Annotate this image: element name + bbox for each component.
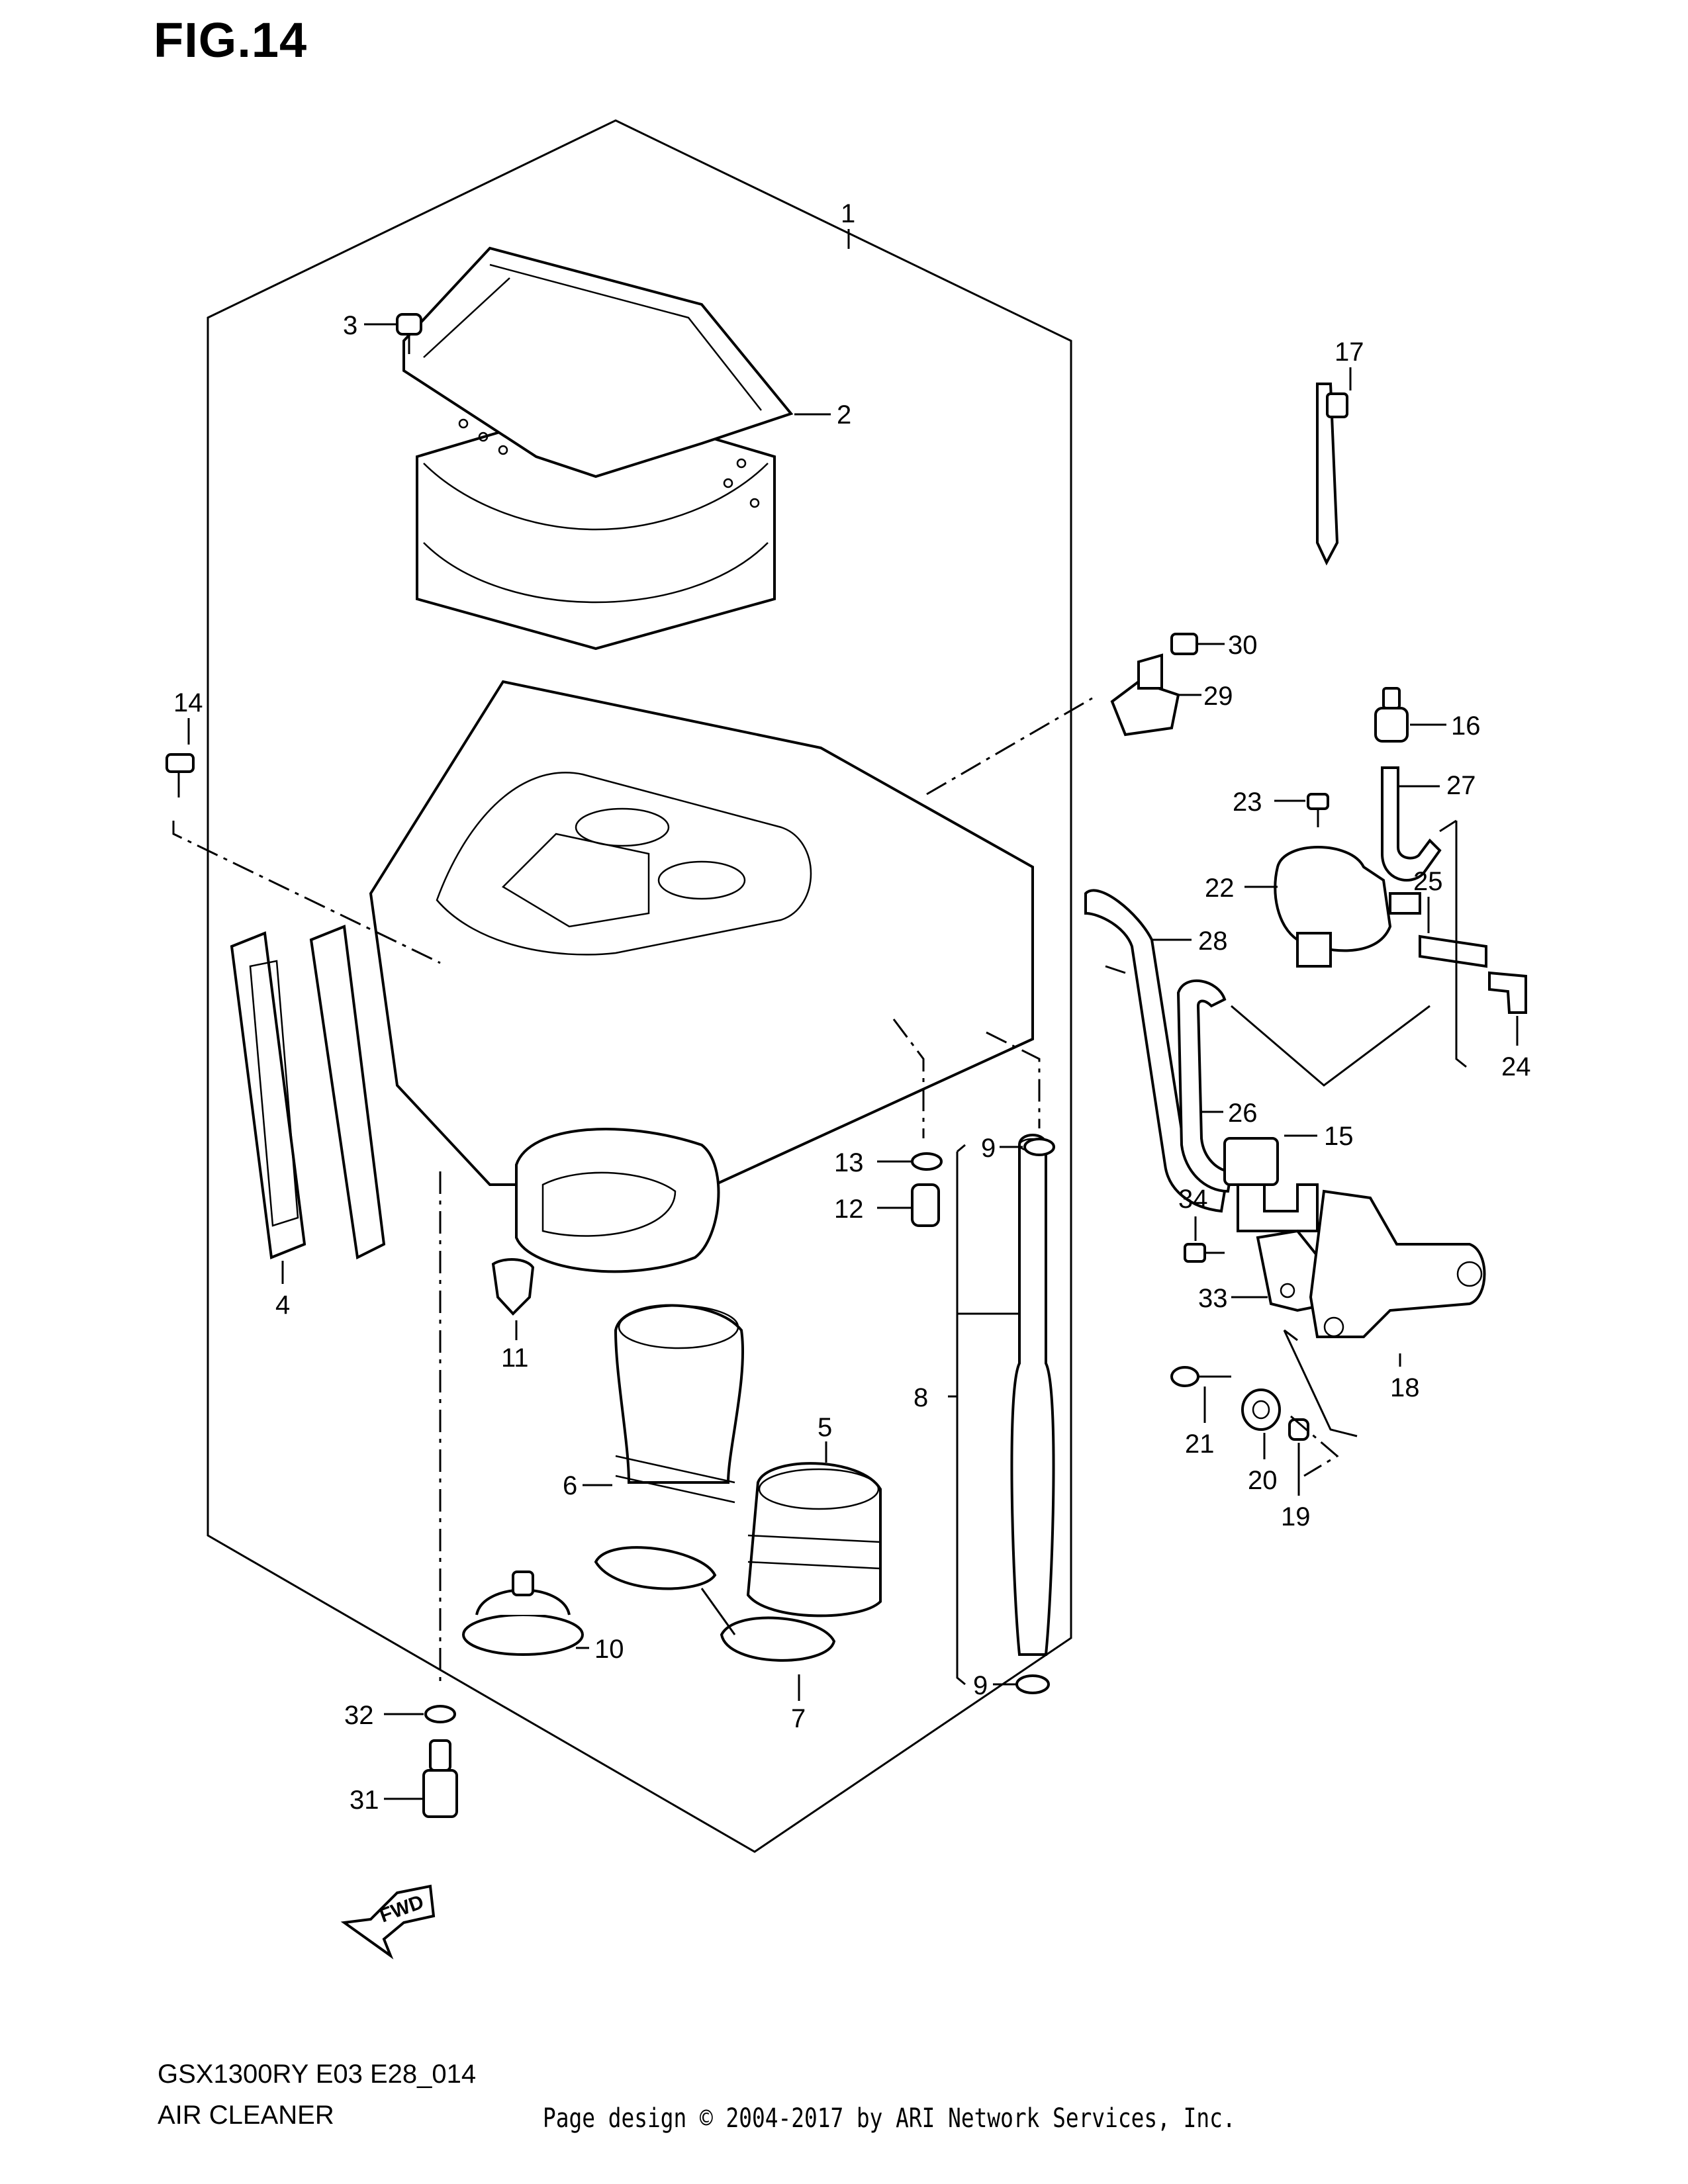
- callout-27: 27: [1446, 771, 1476, 800]
- fitting-16: [1374, 687, 1446, 743]
- section-name: AIR CLEANER: [158, 2101, 334, 2130]
- leader-case-to-9b: [986, 1031, 1041, 1128]
- air-filter-element: [402, 246, 794, 651]
- clamp-9-upper: [1000, 1138, 1055, 1156]
- bolt-21: [1170, 1366, 1231, 1423]
- callout-6: 6: [563, 1471, 577, 1500]
- leader-19-21: [1290, 1415, 1339, 1477]
- model-code: GSX1300RY E03 E28_014: [158, 2060, 477, 2089]
- bolt-34: [1184, 1216, 1225, 1263]
- callout-23: 23: [1233, 788, 1262, 817]
- callout-25: 25: [1413, 867, 1443, 896]
- callout-22: 22: [1205, 874, 1235, 903]
- callout-8: 8: [914, 1383, 928, 1412]
- gasket-4: [230, 925, 386, 1284]
- cable-tie-17: [1316, 367, 1352, 566]
- callout-26: 26: [1228, 1099, 1258, 1128]
- callout-30: 30: [1228, 631, 1258, 660]
- figure-title: FIG.14: [154, 13, 308, 68]
- callout-11: 11: [501, 1343, 529, 1373]
- screw-23: [1274, 793, 1329, 827]
- callout-29: 29: [1203, 682, 1233, 711]
- clamp-7: [594, 1546, 836, 1701]
- callout-14: 14: [173, 688, 203, 717]
- callout-3: 3: [343, 311, 357, 340]
- collar-19: [1288, 1418, 1309, 1496]
- forward-arrow-icon: FWD: [340, 1884, 436, 1960]
- screw-3: [364, 313, 422, 354]
- drain-hose-8: [948, 1134, 1055, 1686]
- callout-21: 21: [1185, 1430, 1215, 1459]
- hose-25: [1419, 897, 1487, 968]
- leader-14-dashed: [172, 821, 441, 964]
- callout-34: 34: [1178, 1185, 1208, 1214]
- valve-22: [1244, 846, 1421, 968]
- callout-24: 24: [1501, 1052, 1531, 1081]
- leader-case-lower: [1105, 965, 1126, 974]
- callout-17: 17: [1335, 338, 1364, 367]
- callout-20: 20: [1248, 1466, 1278, 1495]
- bolt-14: [165, 718, 195, 797]
- callout-12: 12: [834, 1195, 864, 1224]
- callout-18: 18: [1390, 1373, 1420, 1402]
- callout-13: 13: [834, 1148, 864, 1177]
- plug-10: [462, 1570, 589, 1656]
- callout-2: 2: [837, 400, 851, 430]
- bracket-29: [1110, 653, 1201, 737]
- drain-cap-11: [491, 1258, 535, 1340]
- solenoid-valve-15: [1223, 1134, 1319, 1232]
- sensor-31: [384, 1739, 458, 1818]
- callout-28: 28: [1198, 927, 1228, 956]
- bolt-30: [1170, 633, 1225, 655]
- grommet-20: [1241, 1388, 1281, 1459]
- leader-case-to-9: [892, 1019, 925, 1138]
- air-cleaner-case: [369, 680, 1034, 1273]
- callout-31: 31: [350, 1786, 379, 1815]
- callout-4: 4: [275, 1291, 290, 1320]
- callout-15: 15: [1324, 1122, 1354, 1151]
- clamp-13: [877, 1152, 943, 1171]
- copyright-notice: Page design © 2004-2017 by ARI Network S…: [543, 2103, 1236, 2134]
- leader-29: [926, 697, 1093, 796]
- clamp-9-lower: [993, 1674, 1050, 1694]
- callout-19: 19: [1281, 1502, 1311, 1531]
- callout-9-lower: 9: [973, 1671, 988, 1700]
- bracket-18: [1283, 1189, 1486, 1437]
- washer-32: [384, 1705, 456, 1723]
- callout-5: 5: [818, 1413, 832, 1442]
- callout-33: 33: [1198, 1284, 1228, 1313]
- callout-1: 1: [841, 199, 855, 228]
- hose-27: [1381, 766, 1442, 882]
- callout-16: 16: [1451, 711, 1481, 741]
- outlet-tube-6: [583, 1304, 745, 1504]
- callout-10: 10: [594, 1635, 624, 1664]
- hose-24: [1439, 819, 1527, 1068]
- callout-7: 7: [791, 1704, 806, 1733]
- cap-12: [877, 1183, 940, 1227]
- callout-9-upper: 9: [981, 1134, 996, 1163]
- callout-32: 32: [344, 1701, 374, 1730]
- outlet-tube-5: [746, 1441, 882, 1617]
- hose-28: [1084, 889, 1227, 1213]
- assembly-boundary: [207, 119, 1072, 1853]
- hose-26: [1176, 979, 1430, 1193]
